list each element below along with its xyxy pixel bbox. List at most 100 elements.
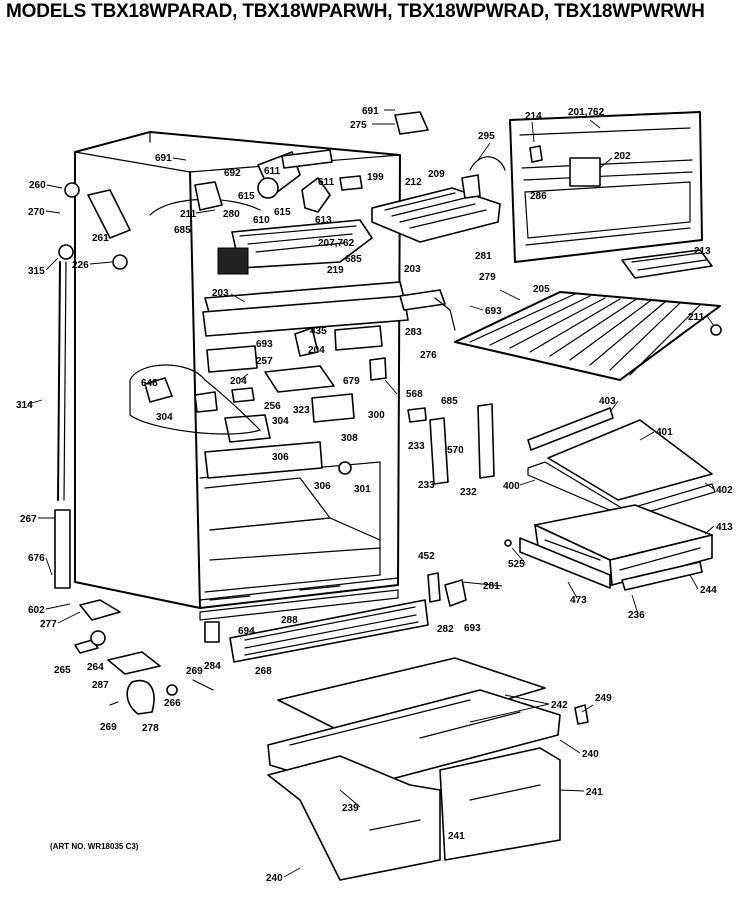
callout-286: 286: [530, 191, 547, 202]
callout-306: 306: [272, 452, 289, 463]
callout-304: 304: [156, 412, 173, 423]
callout-201-762: 201,762: [568, 107, 605, 118]
callout-240: 240: [582, 749, 599, 760]
callout-270: 270: [28, 207, 45, 218]
callout-301: 301: [354, 484, 371, 495]
callout-401: 401: [656, 427, 673, 438]
callout-693: 693: [464, 623, 481, 634]
callout-323: 323: [293, 405, 310, 416]
models-title: MODELS TBX18WPARAD, TBX18WPARWH, TBX18WP…: [6, 1, 705, 22]
freezer-door-liner: [509, 111, 703, 263]
callout-613: 613: [315, 215, 332, 226]
callout-212: 212: [405, 177, 422, 188]
callout-256: 256: [264, 401, 281, 412]
callout-219: 219: [327, 265, 344, 276]
callout-295: 295: [478, 131, 495, 142]
callout-685: 685: [441, 396, 458, 407]
callout-284: 284: [204, 661, 221, 672]
callout-249: 249: [595, 693, 612, 704]
callout-203: 203: [404, 264, 421, 275]
callout-602: 602: [28, 605, 45, 616]
callout-615: 615: [238, 191, 255, 202]
callout-204: 204: [308, 345, 325, 356]
callout-207-762: 207,762: [318, 238, 355, 249]
callout-268: 268: [255, 666, 272, 677]
callout-435: 435: [310, 326, 327, 337]
fresh-food-components: [54, 281, 409, 589]
callout-306: 306: [314, 481, 331, 492]
callout-676: 676: [28, 553, 45, 564]
callout-241: 241: [586, 787, 603, 798]
callout-278: 278: [142, 723, 159, 734]
callout-264: 264: [87, 662, 104, 673]
callout-209: 209: [428, 169, 445, 180]
leveling-hardware: [74, 599, 214, 715]
callout-679: 679: [343, 376, 360, 387]
callout-214: 214: [525, 111, 542, 122]
callout-236: 236: [628, 610, 645, 621]
callout-413: 413: [716, 522, 733, 533]
callout-265: 265: [54, 665, 71, 676]
callout-304: 304: [272, 416, 289, 427]
callout-282: 282: [437, 624, 454, 635]
callout-611: 611: [264, 166, 281, 177]
callout-610: 610: [253, 215, 270, 226]
callout-260: 260: [29, 180, 46, 191]
callout-685: 685: [174, 225, 191, 236]
callout-692: 692: [224, 168, 241, 179]
refrigerator-cabinet: [74, 131, 401, 621]
callout-694: 694: [238, 626, 255, 637]
callout-267: 267: [20, 514, 37, 525]
callout-402: 402: [716, 485, 733, 496]
callout-202: 202: [614, 151, 631, 162]
callout-211: 211: [688, 312, 705, 323]
callout-232: 232: [460, 487, 477, 498]
callout-314: 314: [16, 400, 33, 411]
callout-241: 241: [448, 831, 465, 842]
callout-691: 691: [362, 106, 379, 117]
callout-240: 240: [266, 873, 283, 884]
callout-691: 691: [155, 153, 172, 164]
callout-611: 611: [318, 177, 335, 188]
callout-685: 685: [345, 254, 362, 265]
callout-400: 400: [503, 481, 520, 492]
callout-266: 266: [164, 698, 181, 709]
hinge-brackets: [394, 111, 495, 607]
freezer-components: [57, 149, 373, 501]
callout-269: 269: [100, 722, 117, 733]
callout-213: 213: [694, 246, 711, 257]
callout-693: 693: [485, 306, 502, 317]
callout-525: 525: [508, 559, 525, 570]
callout-226: 226: [72, 260, 89, 271]
callout-281: 281: [483, 581, 500, 592]
wire-shelf: [454, 291, 722, 381]
crisper-drawers-and-cover: [267, 657, 589, 881]
callout-275: 275: [350, 120, 367, 131]
callout-199: 199: [367, 172, 384, 183]
toe-grille: [204, 599, 429, 663]
callout-233: 233: [418, 480, 435, 491]
callout-288: 288: [281, 615, 298, 626]
callout-280: 280: [223, 209, 240, 220]
callout-283: 283: [405, 327, 422, 338]
callout-287: 287: [92, 680, 109, 691]
callout-281: 281: [475, 251, 492, 262]
callout-473: 473: [570, 595, 587, 606]
callout-261: 261: [92, 233, 109, 244]
callout-269: 269: [186, 666, 203, 677]
callout-568: 568: [406, 389, 423, 400]
callout-279: 279: [479, 272, 496, 283]
callout-315: 315: [28, 266, 45, 277]
callout-277: 277: [40, 619, 57, 630]
callout-233: 233: [408, 441, 425, 452]
leader-lines: [27, 109, 715, 878]
callout-204: 204: [230, 376, 247, 387]
callout-239: 239: [342, 803, 359, 814]
meat-pan-drawer: [504, 504, 713, 591]
callout-300: 300: [368, 410, 385, 421]
glass-shelf: [527, 407, 716, 519]
freezer-shelf-and-trays: [371, 156, 713, 279]
callout-205: 205: [533, 284, 550, 295]
